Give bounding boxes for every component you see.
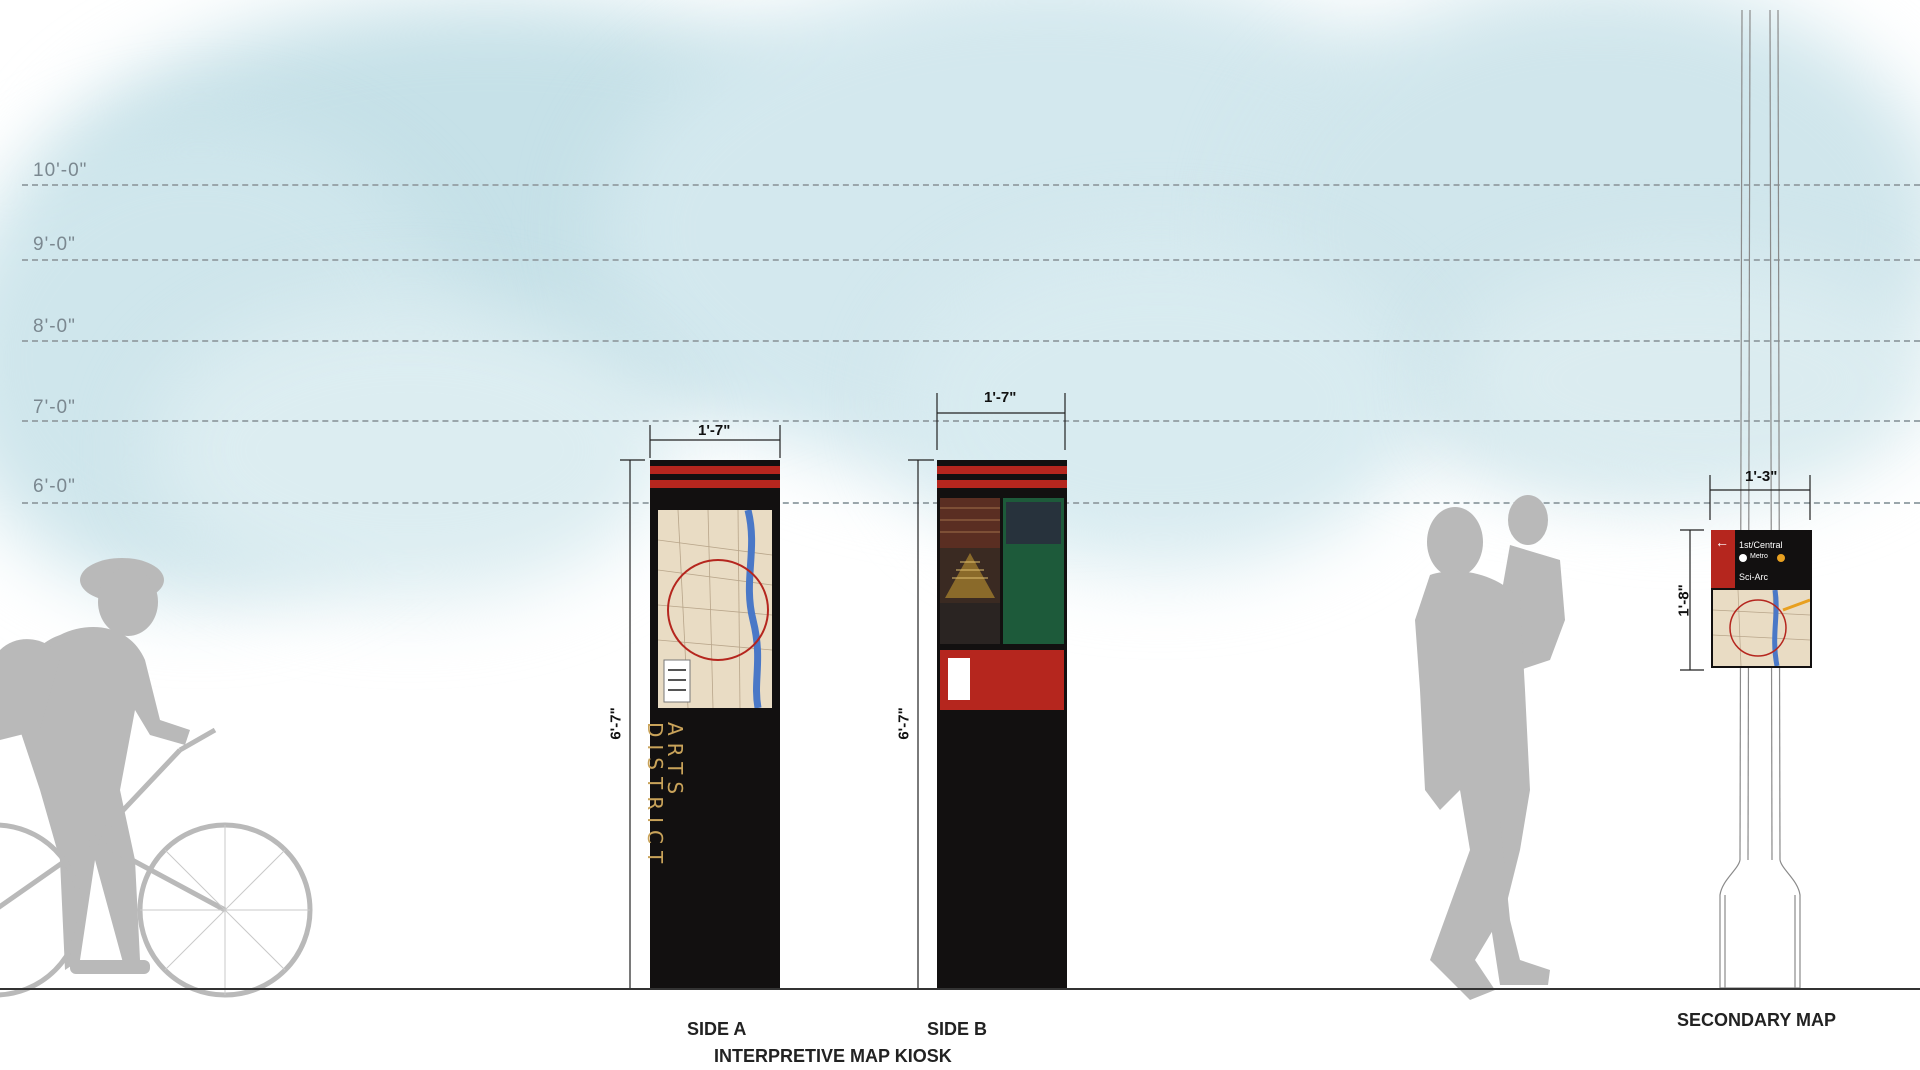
lamp-pole — [1719, 9, 1801, 989]
cyclist-silhouette — [0, 558, 313, 998]
kiosk-group-caption: INTERPRETIVE MAP KIOSK — [714, 1046, 952, 1066]
kiosk-a-body: ARTS DISTRICT — [643, 460, 780, 988]
secondary-map-header: ← 1st/Central Metro Sci-Arc — [1711, 530, 1812, 588]
kiosk-b-inset-photo — [1006, 502, 1061, 544]
kiosk-a-top-band — [650, 466, 780, 474]
historic-photo-graphic — [940, 498, 1000, 644]
kiosk-a-vertical-text: ARTS DISTRICT — [643, 722, 715, 912]
ground-line — [0, 988, 1920, 990]
secondary-map-sign: ← 1st/Central Metro Sci-Arc — [1711, 530, 1812, 668]
secondary-map-line-3: Sci-Arc — [1739, 572, 1768, 582]
kiosk-b-top-band — [937, 466, 1067, 474]
height-line-10ft — [22, 184, 1920, 186]
kiosk-b-top-band-2 — [937, 480, 1067, 488]
kiosk-b-caption: SIDE B — [927, 1019, 988, 1039]
secondary-map-line-2: Metro — [1750, 553, 1768, 560]
kiosk-b-body — [937, 460, 1067, 988]
kiosk-b-green-panel — [1003, 498, 1064, 644]
kiosk-a-top-band-2 — [650, 480, 780, 488]
secondary-map-graphic — [1713, 590, 1810, 666]
height-label-7ft: 7'-0" — [33, 397, 76, 418]
secondary-map-line-1: 1st/Central — [1739, 540, 1783, 550]
kiosk-a-width-label: 1'-7" — [698, 422, 731, 439]
metro-icon — [1739, 554, 1747, 562]
secondary-map-height-label: 1'-8" — [1675, 584, 1693, 617]
kiosk-a-text-district: DISTRICT — [643, 722, 667, 871]
height-line-7ft — [22, 420, 1920, 422]
height-line-9ft — [22, 259, 1920, 261]
kiosk-b-red-panel — [940, 650, 1064, 710]
height-label-6ft: 6'-0" — [33, 476, 76, 497]
district-map-graphic — [658, 510, 772, 708]
secondary-map-arrow-strip — [1711, 530, 1735, 588]
secondary-map-dimensions — [1680, 475, 1811, 671]
kiosk-b-info-card — [948, 658, 970, 700]
kiosk-a-caption: SIDE A — [687, 1019, 747, 1039]
kiosk-b-dimensions — [908, 393, 1066, 988]
secondary-map-caption: SECONDARY MAP — [1677, 1010, 1837, 1030]
height-label-10ft: 10'-0" — [33, 160, 88, 181]
kiosk-a-height-label: 6'-7" — [607, 707, 625, 740]
secondary-map-width-label: 1'-3" — [1745, 468, 1778, 485]
left-arrow-icon: ← — [1715, 534, 1729, 550]
kiosk-a-text-arts: ARTS — [663, 722, 687, 802]
kiosk-b-height-label: 6'-7" — [895, 707, 913, 740]
pedestrian-silhouette — [1415, 495, 1565, 1000]
height-label-9ft: 9'-0" — [33, 234, 76, 255]
height-line-8ft — [22, 340, 1920, 342]
kiosk-b-photo-panel — [940, 498, 1000, 644]
kiosk-b-width-label: 1'-7" — [984, 389, 1017, 406]
metro-line-dot-icon — [1777, 554, 1785, 562]
kiosk-a-map-panel — [658, 510, 772, 708]
kiosk-a-dimensions — [620, 425, 781, 988]
height-label-8ft: 8'-0" — [33, 316, 76, 337]
secondary-map-panel — [1713, 590, 1810, 666]
